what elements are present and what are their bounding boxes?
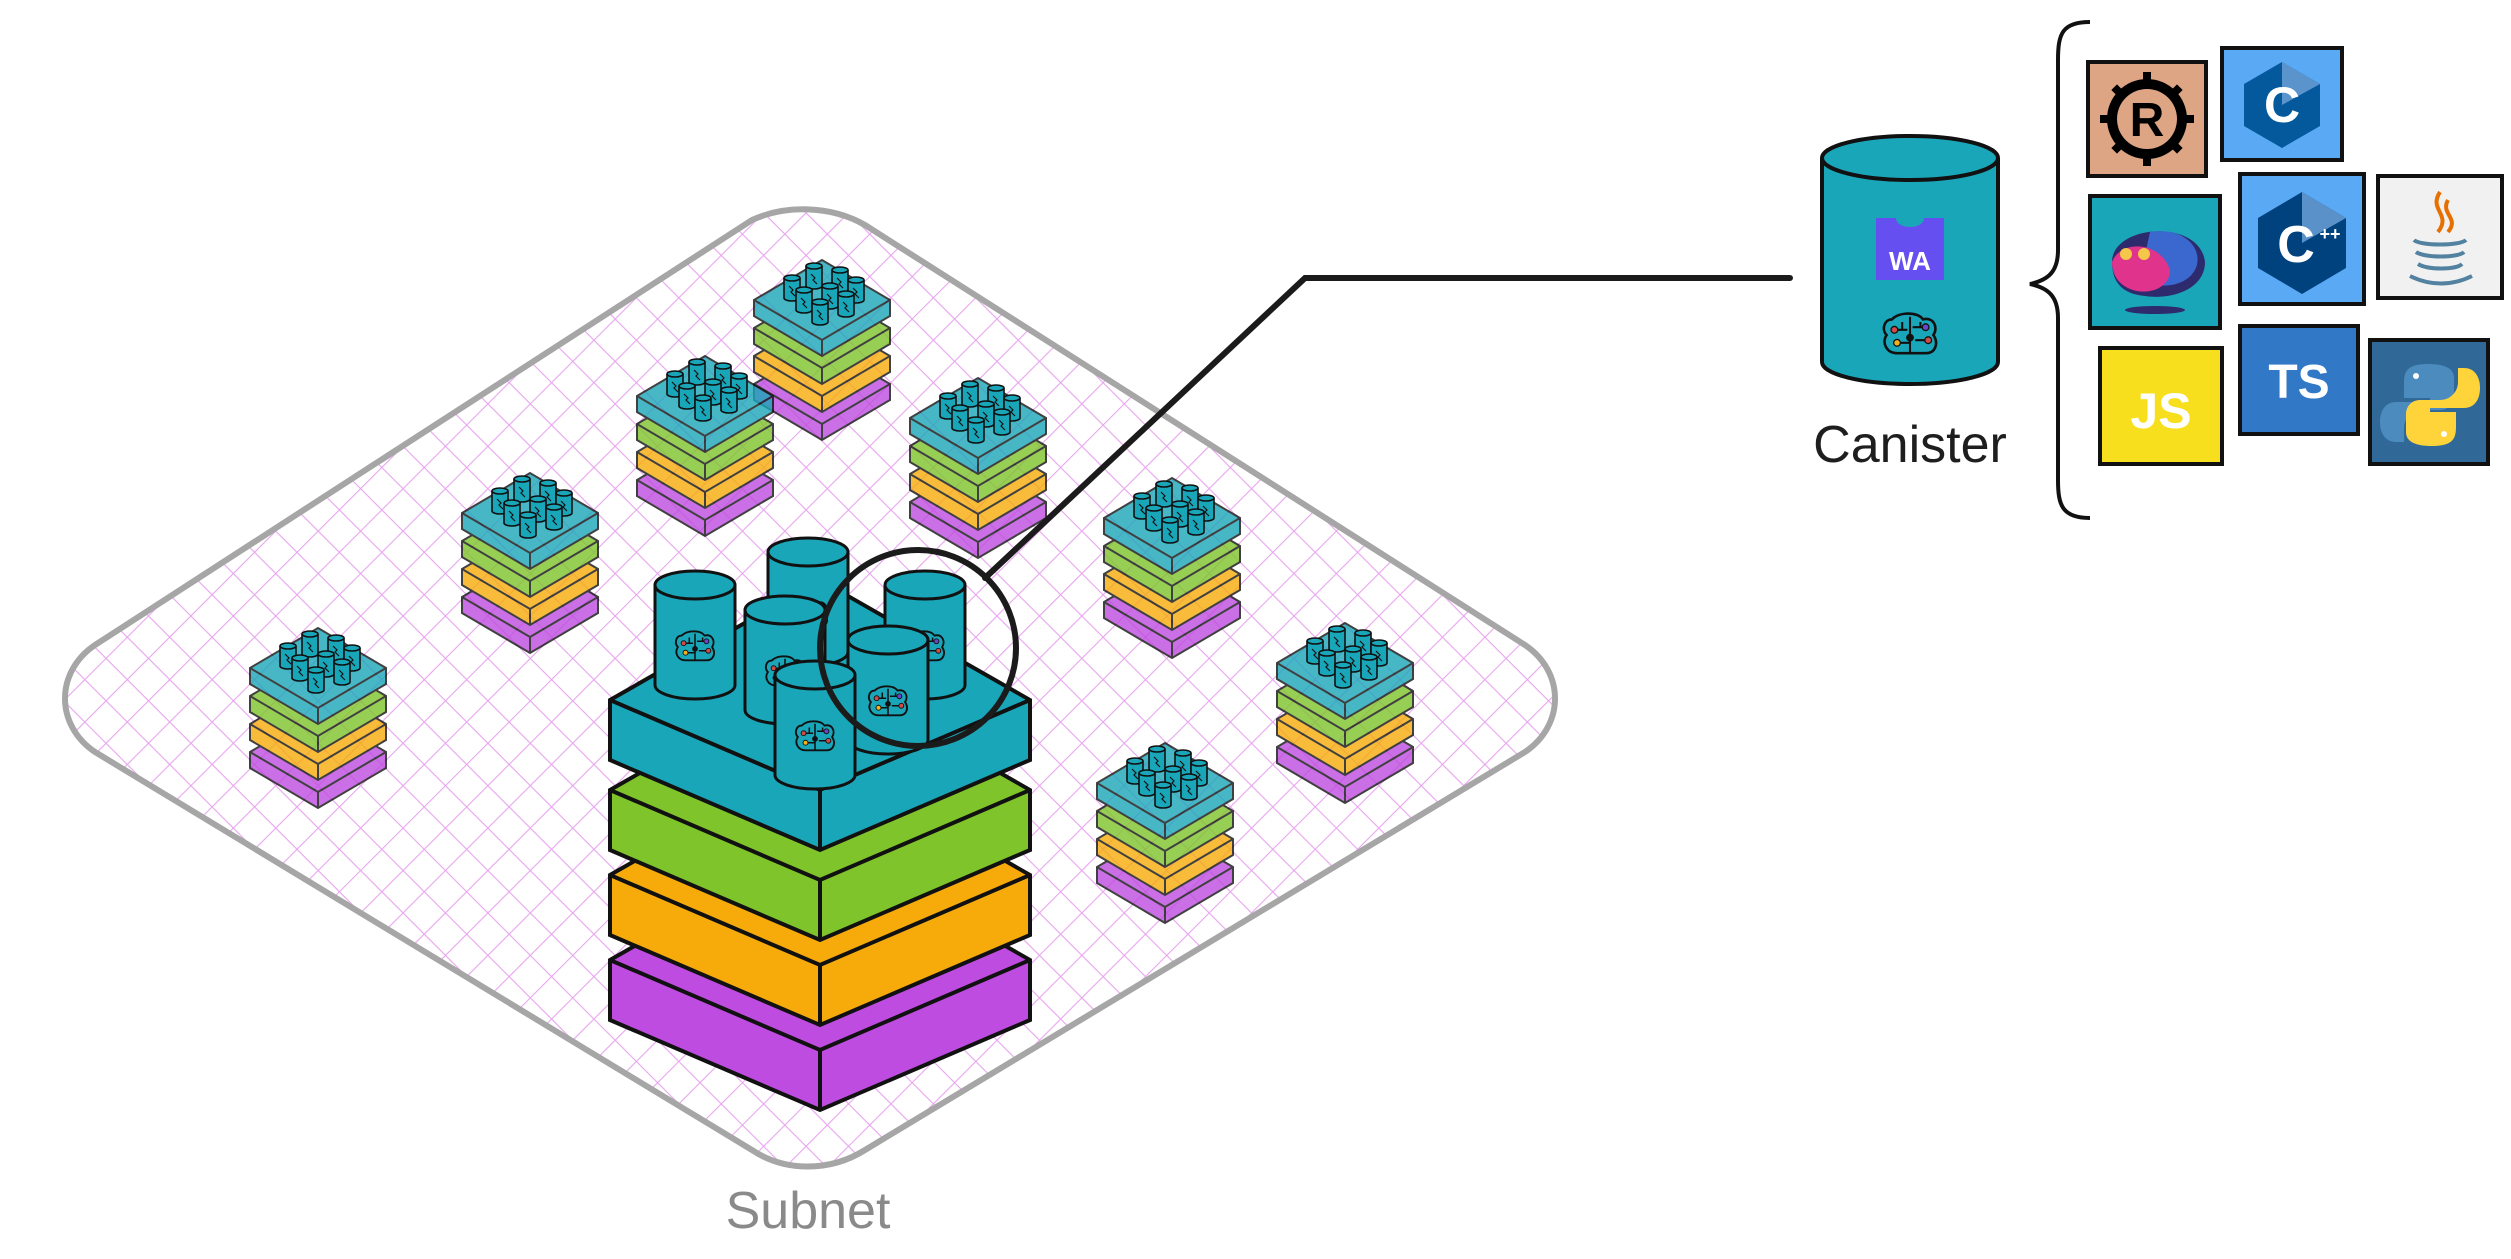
canister-cylinder-6 [775,661,855,789]
webassembly-icon: WA [1876,218,1944,280]
c-icon: C [2220,46,2344,162]
node-stack-small-3 [910,378,1046,558]
python-icon [2368,338,2490,466]
node-stack-small-2 [637,356,773,536]
motoko-icon [2088,194,2222,330]
subnet-label: Subnet [726,1182,891,1240]
canister-cylinder-2 [655,571,735,699]
cpp-icon: C ++ [2238,172,2366,306]
node-stack-small-7 [1277,623,1413,803]
c-letter: C [2264,77,2300,133]
node-stack-small-6 [250,628,386,808]
wasm-badge-text: WA [1889,246,1931,276]
curly-brace [2029,20,2091,520]
canister-label: Canister [1813,416,2007,474]
cpp-plus: ++ [2319,224,2340,244]
rust-letter: R [2130,94,2165,147]
rust-icon: R [2086,60,2208,178]
node-stack-small-8 [1097,743,1233,923]
javascript-icon: JS [2098,346,2224,466]
js-letters: JS [2130,383,2191,439]
node-stack-large [608,538,1032,1113]
node-stack-small-5 [1104,478,1240,658]
canister-icon: WA [1820,134,2000,386]
cpp-letter: C [2277,216,2315,274]
canister-highlight [817,275,1793,749]
ts-letters: TS [2268,356,2329,409]
typescript-icon: TS [2238,324,2360,436]
node-stack-small-1 [754,260,890,440]
canister-cylinder-5 [848,626,928,754]
java-icon [2376,174,2504,300]
node-stack-small-4 [462,473,598,653]
